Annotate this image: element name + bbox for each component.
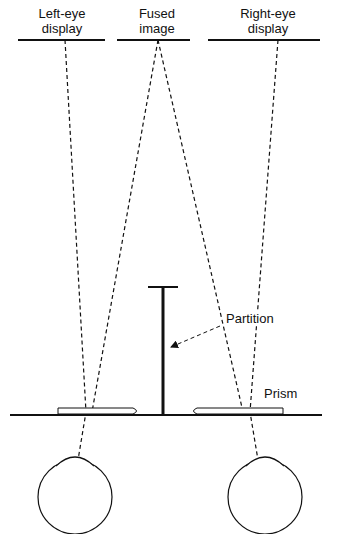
part-label: Prism (262, 386, 299, 401)
prism (194, 408, 284, 414)
eyes (38, 457, 302, 534)
image-bar (117, 39, 190, 41)
partition (162, 287, 165, 415)
display-bar (208, 39, 320, 41)
leader-line (171, 326, 220, 347)
prism (58, 408, 137, 414)
display-label: Left-eye display (28, 6, 96, 36)
partition-cap (148, 286, 178, 288)
sight-lines (65, 40, 278, 460)
image-label: Fused image (122, 6, 192, 36)
display-label: Right-eye display (232, 6, 304, 36)
display-bar (18, 39, 105, 41)
part-label: Partition (224, 311, 276, 326)
